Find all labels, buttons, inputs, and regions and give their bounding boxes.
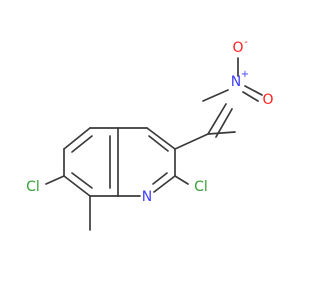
atom-o-nitro-1: O (232, 40, 243, 56)
bond-vinyl-double-inner (215, 108, 233, 138)
atom-n-ring: N (142, 189, 152, 205)
bond-c7-c8-inner (71, 172, 93, 189)
bond-c4-c3-inner (148, 135, 169, 152)
bond-c7-cl (45, 175, 65, 185)
bond-c5-c6-inner (71, 135, 93, 153)
bond-c2-cl (174, 175, 189, 185)
atom-labels: N Cl Cl N + O - O (26, 37, 273, 205)
atom-cl-7: Cl (26, 179, 40, 195)
bond-nitro-o-double (244, 85, 263, 96)
bond-c2-n1 (153, 175, 176, 193)
bond-c2-n1-inner (152, 172, 168, 185)
structure-canvas: N Cl Cl N + O - O (26, 37, 274, 231)
bond-c3-vinyl (174, 133, 209, 150)
bond-nitro-o-double-inner (242, 91, 259, 102)
bond-vinyl-double (207, 103, 227, 135)
bond-c7-c8 (63, 175, 91, 197)
atom-o-nitro-1-charge: - (244, 37, 248, 48)
bonds (45, 57, 263, 231)
atom-cl-2: Cl (194, 179, 208, 195)
bond-c5-c6 (63, 127, 91, 150)
atom-n-nitro: N (231, 74, 241, 90)
atom-n-nitro-charge: + (241, 69, 249, 80)
bond-vinyl-nitro (202, 89, 229, 102)
molecule-diagram: N Cl Cl N + O - O (26, 37, 274, 231)
bond-vinyl-vinyl (207, 131, 236, 135)
bond-c4-c3 (146, 127, 176, 150)
atom-o-nitro-2: O (262, 92, 273, 108)
